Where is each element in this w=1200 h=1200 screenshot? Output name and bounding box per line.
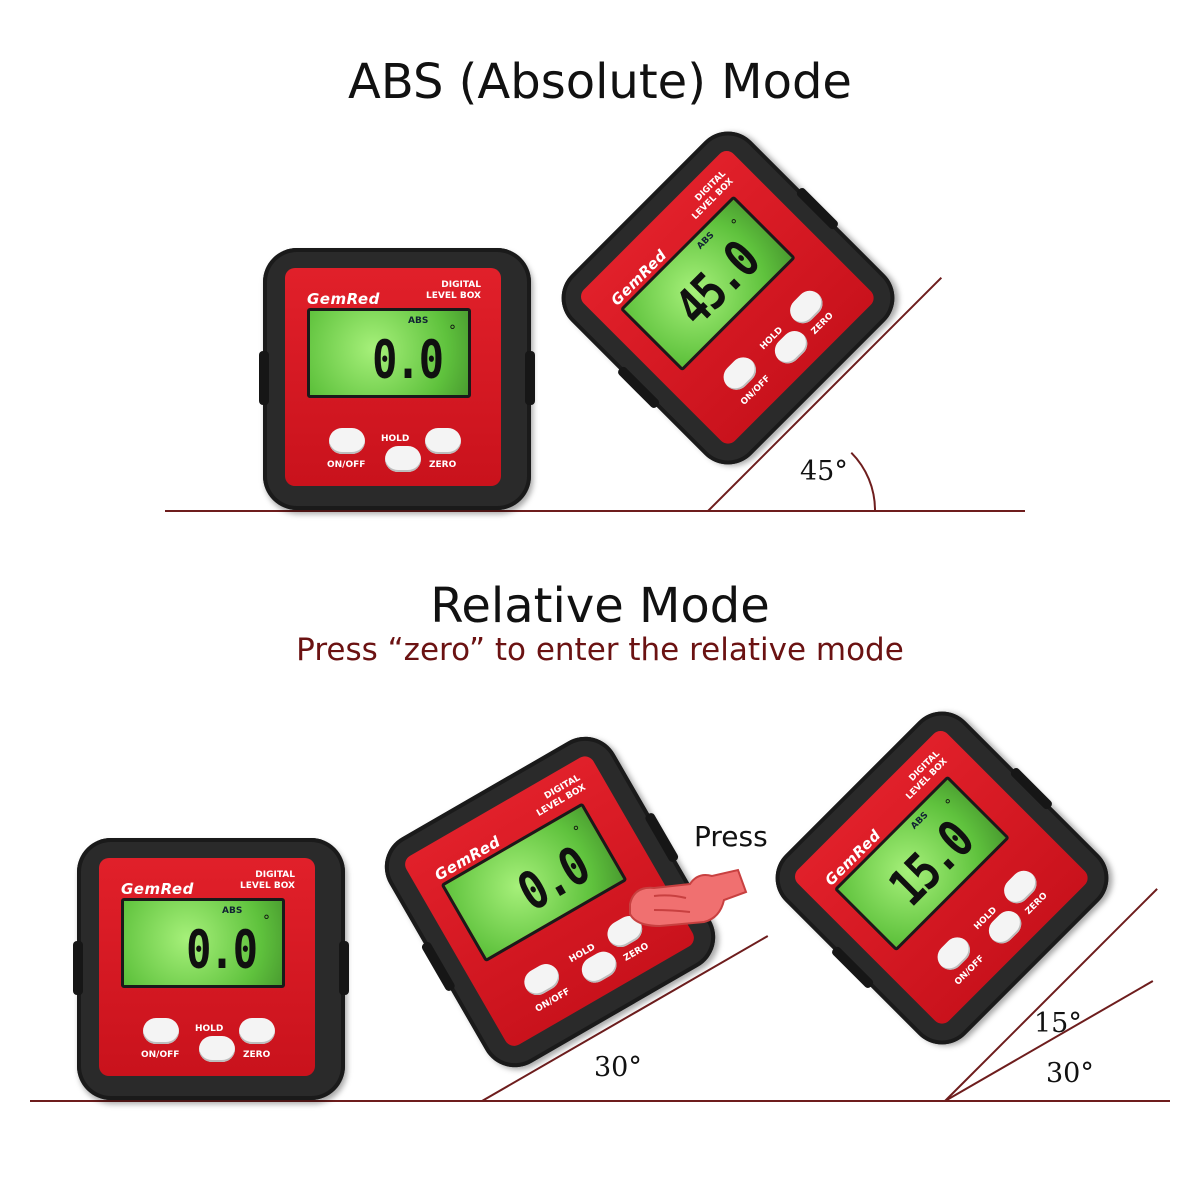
zero-button[interactable] bbox=[425, 428, 461, 454]
hold-label: HOLD bbox=[381, 434, 410, 444]
hold-button[interactable] bbox=[199, 1036, 235, 1062]
rel-angle-label-30: 30° bbox=[1046, 1058, 1094, 1089]
brand-logo: GemRed bbox=[307, 290, 380, 308]
onoff-label: ON/OFF bbox=[141, 1050, 180, 1060]
lcd-screen: ABS 0.0 ° bbox=[307, 308, 471, 398]
degree-symbol: ° bbox=[942, 796, 959, 813]
onoff-button[interactable] bbox=[143, 1018, 179, 1044]
degree-symbol: ° bbox=[449, 323, 456, 339]
onoff-button[interactable] bbox=[329, 428, 365, 454]
rel-angle-label-15: 15° bbox=[1034, 1008, 1082, 1039]
angle-reading: 0.0 bbox=[186, 919, 258, 981]
angle-reading: 45.0 bbox=[663, 230, 771, 338]
brand-logo: GemRed bbox=[121, 880, 194, 898]
abs-indicator: ABS bbox=[408, 316, 429, 326]
zero-label: ZERO bbox=[243, 1050, 271, 1060]
lcd-screen: 0.0 ° bbox=[440, 802, 628, 963]
hold-button[interactable] bbox=[385, 446, 421, 472]
relative-mode-instruction: Press “zero” to enter the relative mode bbox=[296, 632, 904, 668]
abs-ground-line bbox=[165, 510, 1025, 512]
press-label: Press bbox=[694, 820, 768, 853]
rel-ground-line bbox=[30, 1100, 1170, 1102]
lcd-screen: ABS 0.0 ° bbox=[121, 898, 285, 988]
relative-mode-title: Relative Mode bbox=[430, 578, 770, 634]
pressing-finger-icon bbox=[629, 868, 748, 928]
abs-indicator: ABS bbox=[222, 906, 243, 916]
abs-angle-label: 45° bbox=[800, 456, 848, 487]
angle-reading: 0.0 bbox=[372, 329, 444, 391]
degree-symbol: ° bbox=[263, 913, 270, 929]
onoff-label: ON/OFF bbox=[327, 460, 366, 470]
angle-reading: 0.0 bbox=[507, 835, 599, 924]
degree-symbol: ° bbox=[570, 822, 586, 841]
abs-mode-title: ABS (Absolute) Mode bbox=[348, 54, 852, 110]
angle-reading: 15.0 bbox=[877, 810, 985, 918]
zero-button[interactable] bbox=[239, 1018, 275, 1044]
rel-angle-label-left: 30° bbox=[594, 1052, 642, 1083]
hold-label: HOLD bbox=[195, 1024, 224, 1034]
degree-symbol: ° bbox=[728, 216, 745, 233]
zero-label: ZERO bbox=[429, 460, 457, 470]
